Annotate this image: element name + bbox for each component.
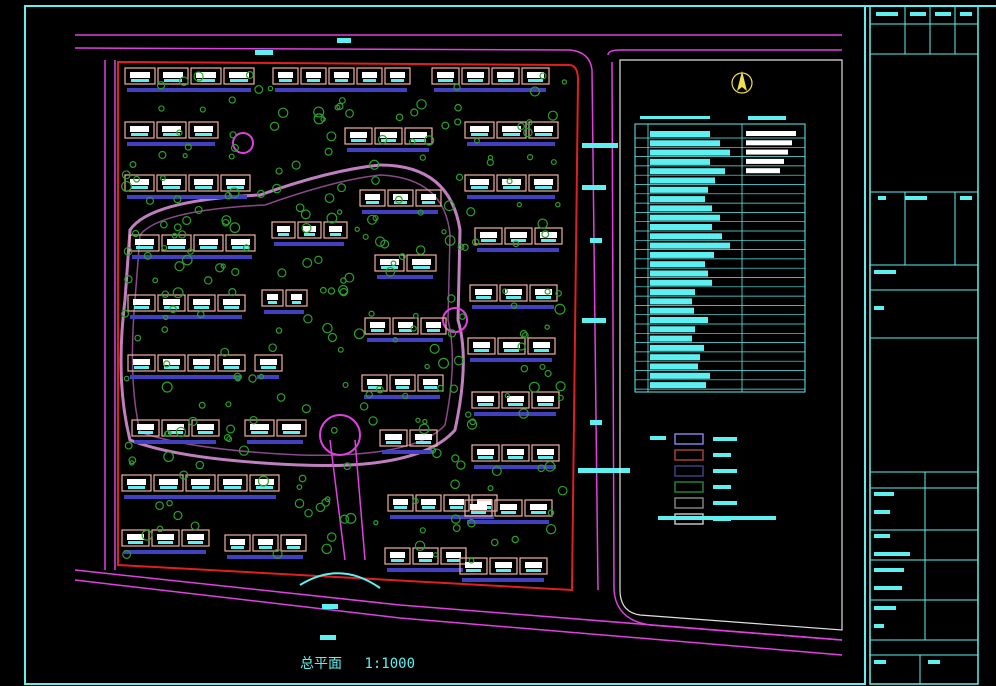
east-roundabout	[442, 307, 468, 333]
economic-indicator-table	[634, 116, 806, 393]
title-block	[869, 5, 979, 685]
landscape-trees	[121, 71, 568, 564]
plan-title: 总平面	[300, 656, 342, 672]
entrance-arc	[299, 572, 381, 589]
outer-frame	[24, 5, 866, 685]
residential-buildings	[121, 67, 563, 582]
entrance-markers	[255, 38, 630, 640]
road-lines	[74, 34, 843, 656]
north-arrow-icon	[731, 71, 753, 94]
central-axis	[329, 439, 366, 561]
site-boundary	[117, 60, 580, 592]
scale-caption: 总平面 1:1000	[300, 653, 415, 673]
legend-list	[650, 433, 776, 525]
legend-panel-border	[619, 59, 843, 631]
scale-value: 1:1000	[364, 656, 416, 672]
north-roundabout	[232, 132, 254, 154]
central-plaza	[319, 414, 361, 456]
